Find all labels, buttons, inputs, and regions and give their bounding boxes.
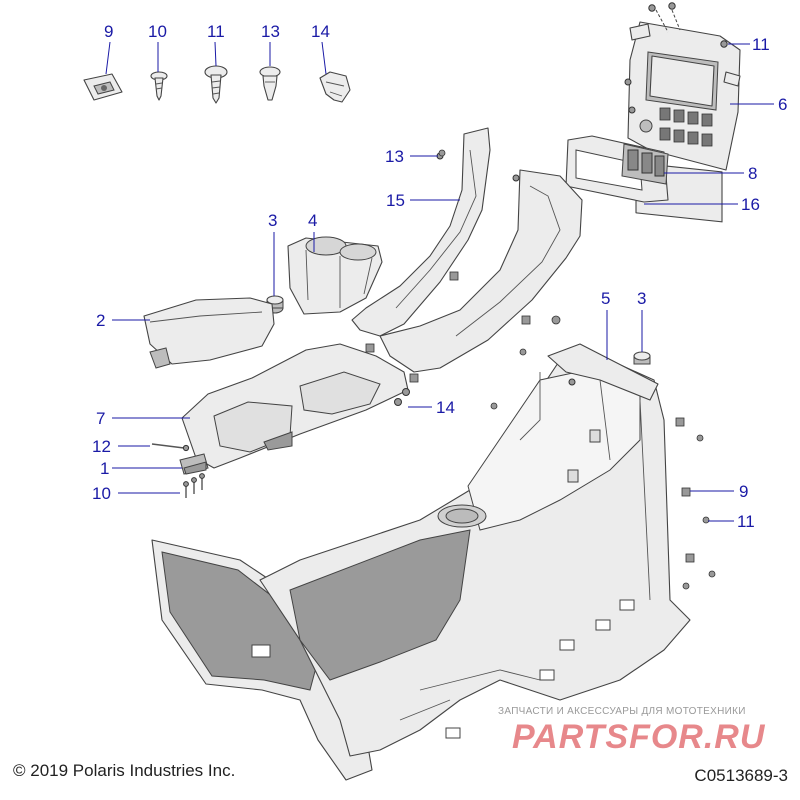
side-trim-15 [351, 127, 491, 337]
callout-3-lower: 3 [637, 289, 646, 308]
console-tray-7 [181, 343, 410, 469]
callout-12: 12 [92, 437, 111, 456]
watermark-tagline: ЗАПЧАСТИ И АКСЕССУАРЫ ДЛЯ МОТОТЕХНИКИ [498, 706, 746, 717]
watermark-brand: PARTSFOR.RU [512, 718, 766, 756]
screws-10-12 [151, 443, 205, 498]
callout-14-top: 14 [311, 22, 330, 41]
callout-6: 6 [778, 95, 787, 114]
diagram-id: C0513689-3 [694, 766, 788, 785]
callout-3-upper: 3 [268, 211, 277, 230]
hardware-item-10 [150, 71, 168, 101]
console-body-5 [151, 343, 691, 781]
switch-panel-6 [624, 2, 741, 223]
tunnel-panel [379, 169, 583, 373]
callout-1: 1 [100, 459, 109, 478]
grommet-3-lower [633, 351, 651, 365]
callout-5: 5 [601, 289, 610, 308]
callouts: 9 10 11 13 14 11 6 13 15 8 16 3 4 2 5 3 [92, 22, 787, 531]
callout-14-mid: 14 [436, 398, 455, 417]
callout-11-right-top: 11 [752, 35, 770, 54]
armrest-lid-2 [143, 297, 275, 369]
hardware-item-9 [83, 73, 123, 101]
switch-blank-8 [621, 143, 669, 185]
copyright-text: © 2019 Polaris Industries Inc. [13, 761, 236, 780]
callout-10-left: 10 [92, 484, 111, 503]
callout-2: 2 [96, 311, 105, 330]
callout-8: 8 [748, 164, 757, 183]
loose-fasteners [365, 149, 716, 590]
hardware-item-13 [259, 66, 281, 101]
callout-4: 4 [308, 211, 317, 230]
callout-9-right: 9 [739, 482, 748, 501]
callout-7: 7 [96, 409, 105, 428]
callout-11-right: 11 [737, 512, 755, 531]
cup-holder-4 [287, 236, 383, 315]
hardware-item-11 [204, 65, 228, 104]
callout-11-top: 11 [207, 22, 225, 41]
callout-13-top: 13 [261, 22, 280, 41]
callout-9-top: 9 [104, 22, 113, 41]
callout-10-top: 10 [148, 22, 167, 41]
latch-1 [179, 453, 209, 475]
callout-15: 15 [386, 191, 405, 210]
callout-16: 16 [741, 195, 760, 214]
hardware-item-14 [319, 71, 351, 103]
callout-13-mid: 13 [385, 147, 404, 166]
